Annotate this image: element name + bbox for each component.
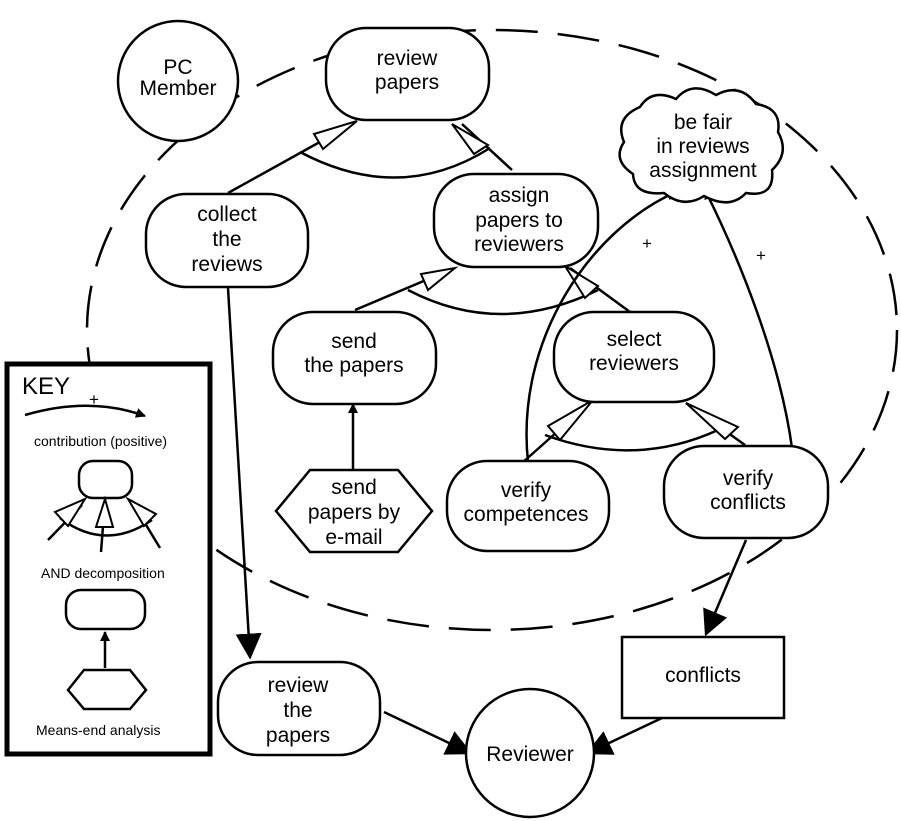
svg-text:Reviewer: Reviewer	[486, 743, 574, 766]
key-contribution-caption: contribution (positive)	[34, 433, 167, 449]
actor-reviewer: Reviewer	[464, 687, 596, 819]
key-means-end	[64, 588, 148, 711]
key-means-end-caption: Means-end analysis	[36, 722, 161, 738]
contribution-sign-competences: +	[642, 234, 652, 253]
and-decomposition-review-papers	[227, 120, 513, 195]
contribution-sign-conflicts: +	[756, 246, 766, 265]
dependency-collect-to-review	[226, 287, 262, 660]
contribution-link-conflicts	[703, 189, 794, 449]
key-and-decomposition	[47, 459, 162, 553]
key-title: KEY	[22, 373, 70, 400]
and-decomposition-select-reviewers	[521, 399, 746, 464]
key-legend: KEY + contribution (positive) AND decomp…	[4, 361, 213, 757]
dependency-review-to-reviewer	[383, 710, 473, 755]
key-and-caption: AND decomposition	[41, 565, 165, 581]
key-contribution-sign: +	[89, 390, 99, 409]
resource-conflicts: conflicts	[620, 635, 786, 720]
key-contribution-arrow	[24, 404, 146, 418]
pc-member-boundary	[85, 28, 899, 632]
svg-text:conflicts: conflicts	[665, 664, 741, 687]
dependency-conflicts-to-reviewer	[585, 716, 663, 755]
contribution-link-competences	[525, 190, 677, 463]
and-decomposition-assign-papers	[354, 265, 631, 316]
dependency-verify-to-conflicts	[703, 539, 748, 637]
